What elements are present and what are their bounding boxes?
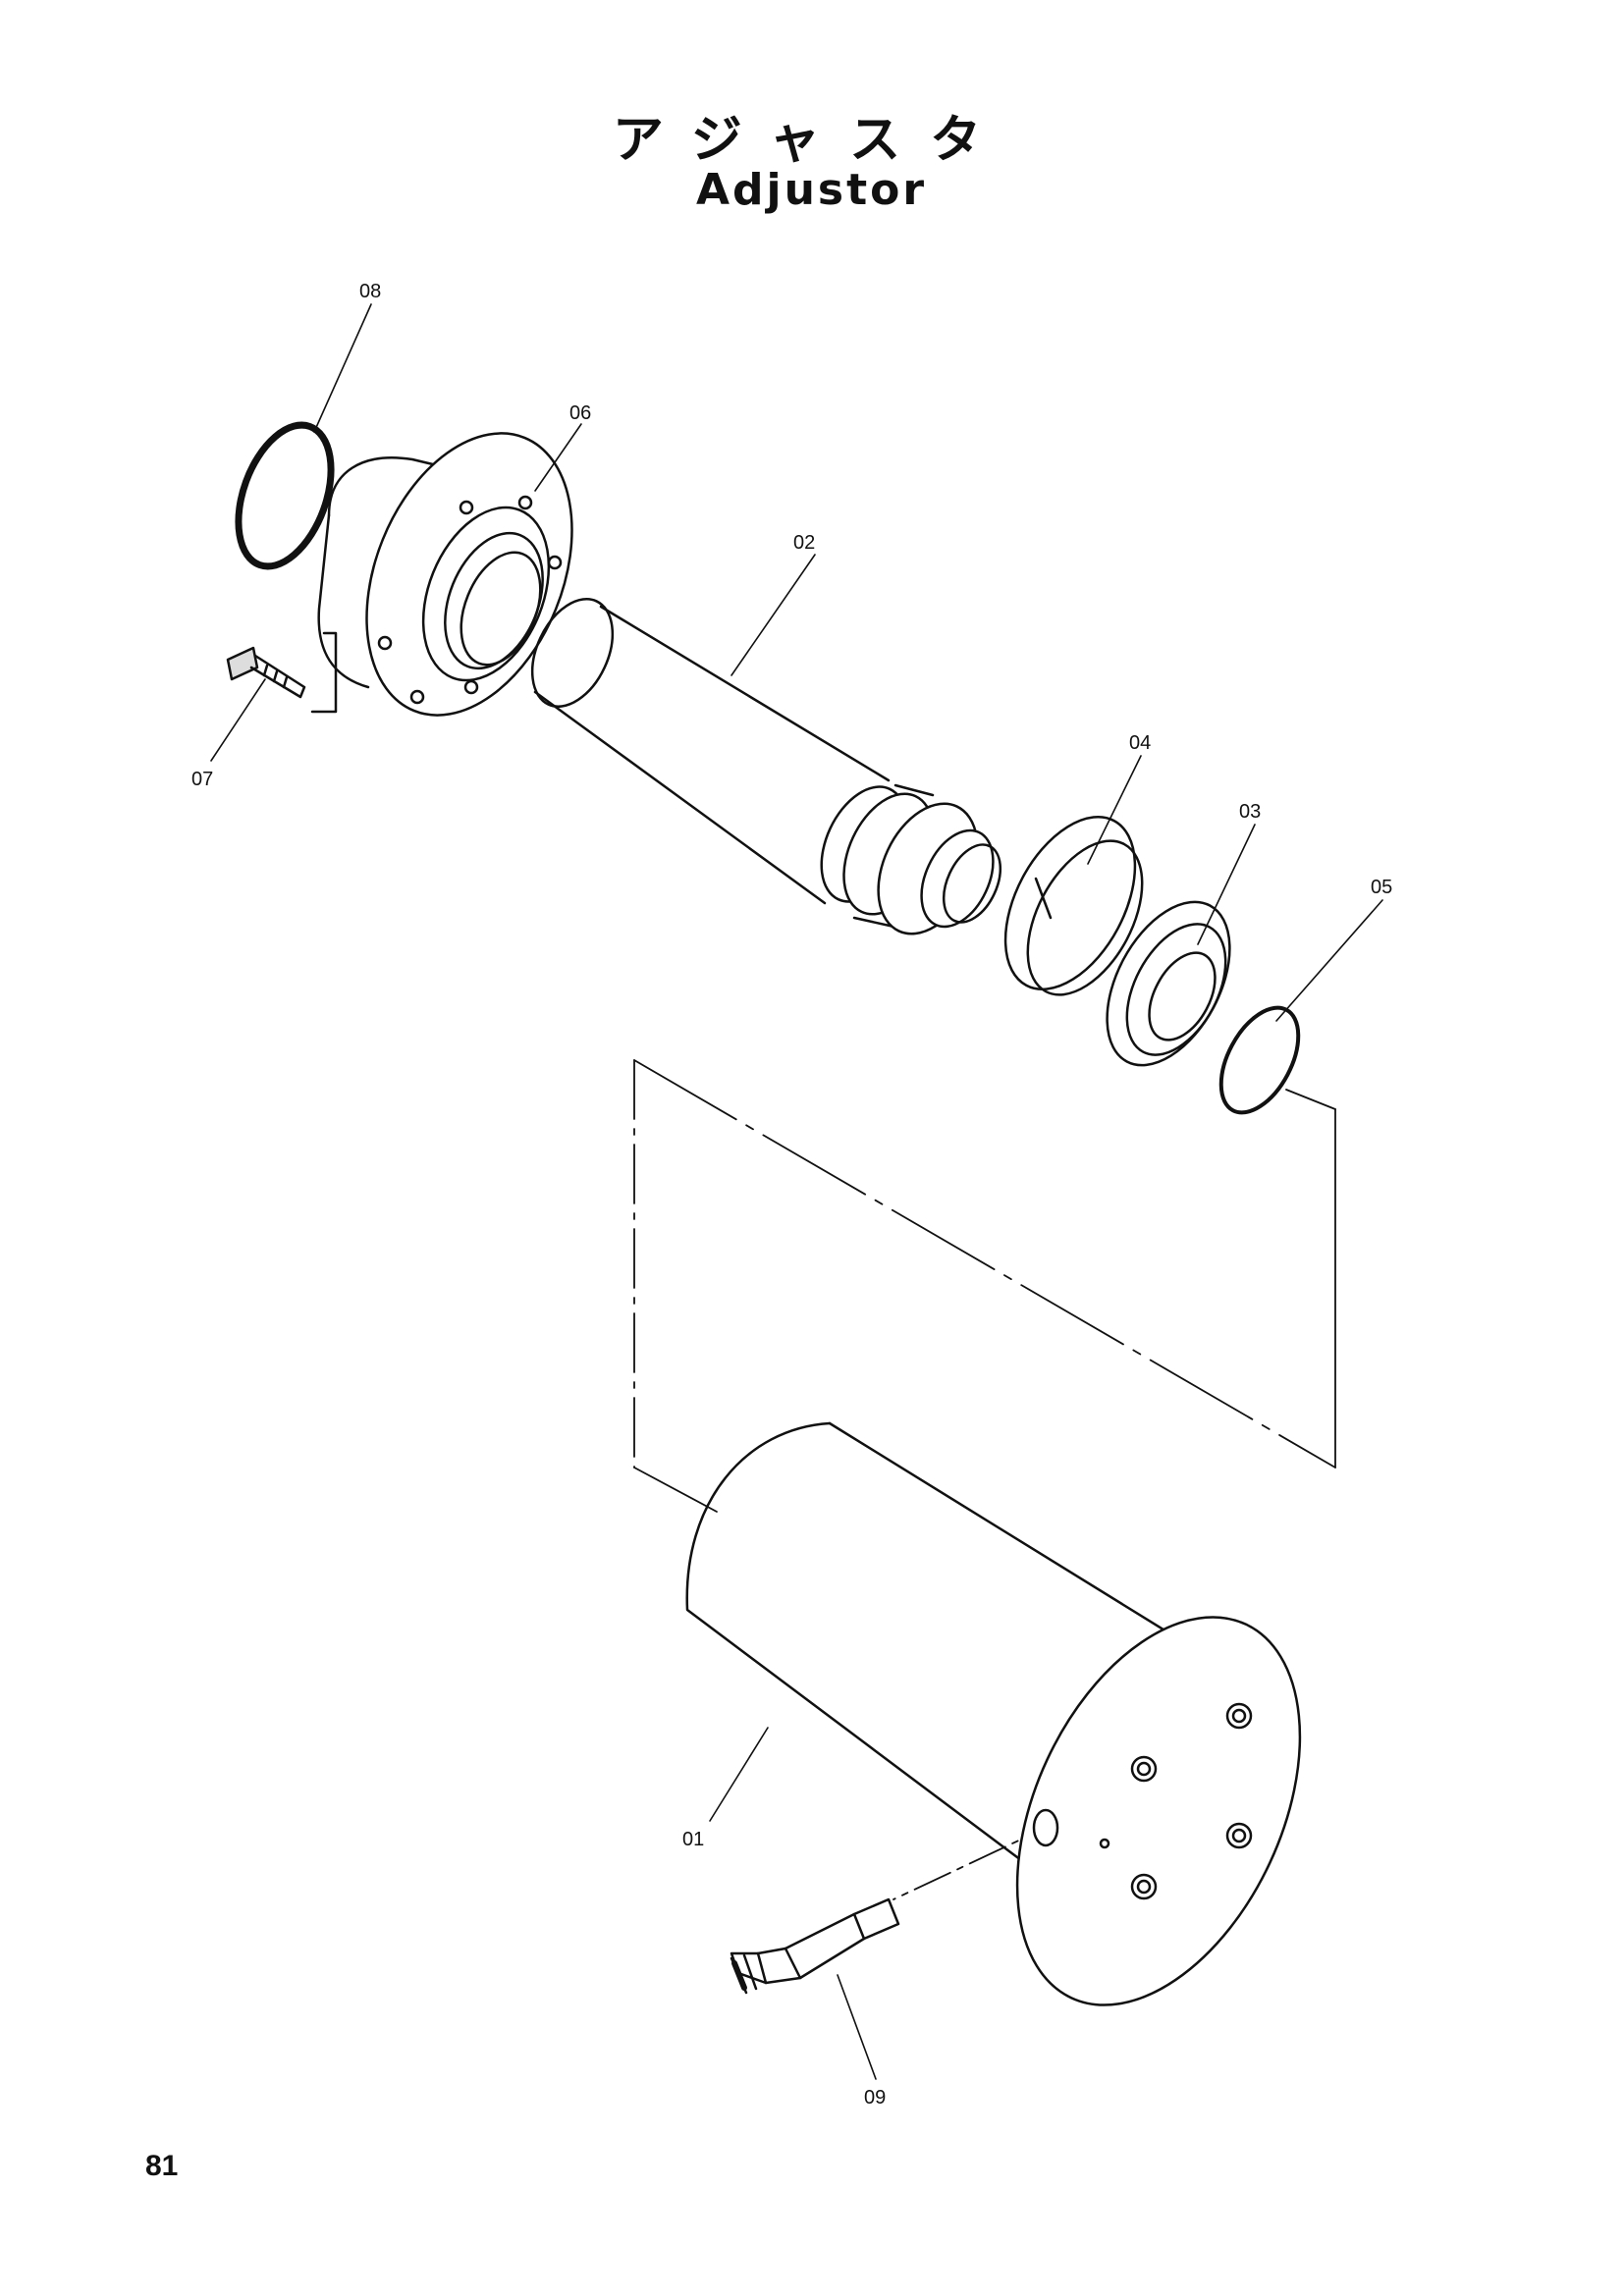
- flange-housing-part-06: [310, 432, 573, 717]
- callout-07: 07: [191, 769, 213, 790]
- title-english: Adjustor: [695, 165, 928, 215]
- callout-06: 06: [569, 402, 591, 424]
- shaft-part-02: [530, 598, 1002, 935]
- callout-03: 03: [1239, 801, 1261, 823]
- bolt-part-07: [226, 646, 306, 699]
- callout-labels: 08 06 02 07 04 03 05 01 09: [191, 281, 1392, 2109]
- cylinder-body-part-01: [685, 1421, 1302, 2006]
- bushing-part-04: [1003, 815, 1144, 996]
- assembly-guide-lines: [633, 1059, 1336, 1900]
- callout-09: 09: [864, 2087, 886, 2109]
- callout-05: 05: [1371, 877, 1392, 898]
- snap-ring-part-05: [1218, 1005, 1301, 1115]
- title-japanese: アジャスタ: [612, 111, 1011, 170]
- leader-lines: [210, 303, 1383, 2080]
- page-number: 81: [145, 2150, 179, 2182]
- callout-04: 04: [1129, 732, 1151, 754]
- seal-part-03: [1106, 900, 1231, 1067]
- callout-01: 01: [682, 1829, 704, 1850]
- grease-fitting-part-09: [730, 1897, 900, 1995]
- o-ring-part-08: [235, 421, 335, 570]
- callout-08: 08: [359, 281, 381, 302]
- callout-02: 02: [793, 532, 815, 554]
